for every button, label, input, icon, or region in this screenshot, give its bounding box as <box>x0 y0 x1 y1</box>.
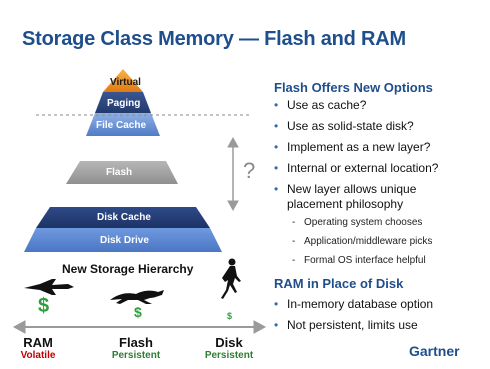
pyramid-level-paging <box>95 92 151 113</box>
section-heading-flash-options: Flash Offers New Options <box>274 80 433 95</box>
bullet-item-continued: placement philosophy <box>287 197 404 211</box>
double-arrow-icon <box>227 136 239 212</box>
jet-icon <box>24 279 74 295</box>
sub-bullet-item: -Application/middleware picks <box>292 236 433 247</box>
tier-disk-name: Disk <box>215 335 243 350</box>
tier-ram-name: RAM <box>23 335 53 350</box>
label-paging: Paging <box>107 98 141 109</box>
pyramid-level-disk-cache <box>36 207 210 228</box>
label-disk-cache: Disk Cache <box>97 212 151 223</box>
leaping-cat-icon <box>110 290 164 304</box>
pyramid-level-disk-drive <box>24 228 222 252</box>
flash-cost-icon: $ <box>134 304 142 320</box>
tier-disk: Disk Persistent <box>201 335 257 361</box>
bullet-item: •Not persistent, limits use <box>274 318 418 332</box>
bullet-item: •Internal or external location? <box>274 161 439 175</box>
ram-cost-icon: $ <box>38 295 50 317</box>
sub-bullet-item: -Formal OS interface helpful <box>292 255 426 266</box>
label-disk-drive: Disk Drive <box>100 235 149 246</box>
tier-ram-note: Volatile <box>20 350 56 361</box>
tier-flash: Flash Persistent <box>108 335 164 361</box>
label-flash: Flash <box>106 167 133 178</box>
pyramid-level-virtual <box>103 69 143 92</box>
slide-title: Storage Class Memory — Flash and RAM <box>22 28 407 50</box>
question-mark: ? <box>243 158 256 183</box>
bullet-item: •In-memory database option <box>274 297 434 311</box>
tier-flash-name: Flash <box>119 335 153 350</box>
hierarchy-caption: New Storage Hierarchy <box>62 262 194 276</box>
runner-icon <box>221 258 241 299</box>
label-virtual: Virtual <box>110 77 141 88</box>
bullet-item: •Use as solid-state disk? <box>274 119 414 133</box>
tier-ram: RAM Volatile <box>18 335 58 361</box>
bullet-item: •Implement as a new layer? <box>274 140 431 154</box>
disk-cost-icon: $ <box>227 311 233 321</box>
section-heading-ram-in-place: RAM in Place of Disk <box>274 276 404 291</box>
label-file-cache: File Cache <box>96 120 147 131</box>
tier-flash-note: Persistent <box>111 350 161 361</box>
bullet-item: •New layer allows unique <box>274 182 417 196</box>
pyramid-level-flash <box>66 161 178 184</box>
gartner-logo: Gartner <box>409 343 460 359</box>
tier-disk-note: Persistent <box>204 350 254 361</box>
bullet-item: •Use as cache? <box>274 98 367 112</box>
tier-arrow-icon <box>12 320 267 334</box>
sub-bullet-item: -Operating system chooses <box>292 217 423 228</box>
pyramid-level-file-cache <box>86 113 160 136</box>
